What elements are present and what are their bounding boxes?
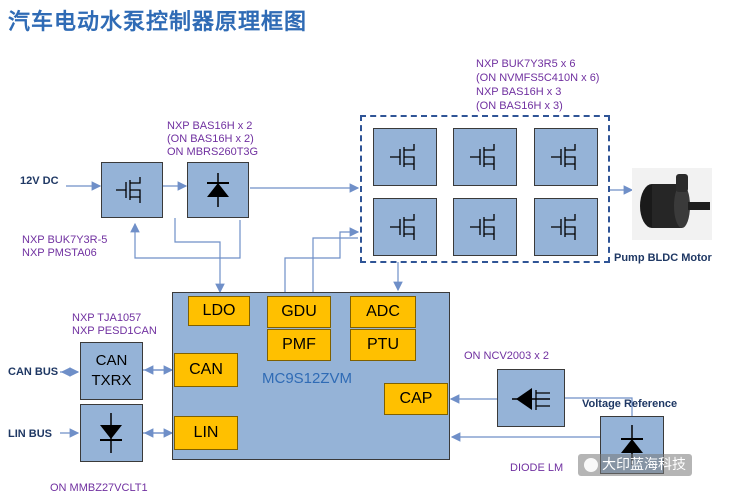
protect-fet-note-2: NXP PMSTA06 — [22, 247, 97, 259]
gdu-module: GDU — [267, 296, 331, 328]
mosfet-icon — [390, 214, 415, 240]
cap-driver-note: ON NCV2003 x 2 — [464, 350, 549, 362]
mosfet-icon — [470, 214, 495, 240]
input-diode-block — [187, 162, 249, 218]
can-note-2: NXP PESD1CAN — [72, 325, 157, 337]
vref-part-note: DIODE LM — [510, 462, 564, 474]
ptu-module: PTU — [350, 329, 416, 361]
tvs-diode-icon — [100, 413, 122, 453]
bridge-note-2: (ON NVMFS5C410N x 6) — [476, 72, 600, 84]
lin-module: LIN — [174, 416, 238, 450]
pmf-module: PMF — [267, 329, 331, 361]
bridge-fet-4 — [373, 198, 437, 256]
page-title: 汽车电动水泵控制器原理框图 — [8, 10, 308, 35]
bridge-note-1: NXP BUK7Y3R5 x 6 — [476, 58, 576, 70]
cap-driver-block — [497, 369, 565, 427]
bridge-note-4: (ON BAS16H x 3) — [476, 100, 563, 112]
diode-icon — [207, 173, 229, 207]
bridge-fet-2 — [453, 128, 517, 186]
bridge-fet-1 — [373, 128, 437, 186]
can-transceiver-line2: TXRX — [91, 372, 132, 389]
cap-module: CAP — [384, 383, 448, 415]
mosfet-icon — [551, 144, 576, 170]
three-phase-bridge — [360, 115, 610, 263]
mosfet-icon — [551, 214, 576, 240]
can-transceiver: CAN TXRX — [80, 342, 143, 400]
lin-bus-label: LIN BUS — [8, 428, 52, 440]
bridge-note-3: NXP BAS16H x 3 — [476, 86, 562, 98]
ldo-module: LDO — [188, 296, 250, 326]
diode-note-3: ON MBRS260T3G — [167, 146, 259, 158]
diode-note-1: NXP BAS16H x 2 — [167, 120, 253, 132]
protect-fet-note-1: NXP BUK7Y3R-5 — [22, 234, 108, 246]
bridge-fet-5 — [453, 198, 517, 256]
mcu-name: MC9S12ZVM — [262, 370, 353, 387]
bridge-fet-3 — [534, 128, 598, 186]
mosfet-icon — [390, 144, 415, 170]
reverse-protection-fet — [101, 162, 163, 218]
can-transceiver-line1: CAN — [95, 352, 128, 369]
diode-note-2: (ON BAS16H x 2) — [167, 133, 254, 145]
watermark-text: 大印蓝海科技 — [602, 457, 686, 473]
can-note-1: NXP TJA1057 — [72, 312, 142, 324]
pump-motor-icon — [632, 168, 712, 240]
pump-label: Pump BLDC Motor — [614, 252, 712, 264]
mosfet-icon — [116, 177, 141, 203]
power-input-label: 12V DC — [20, 175, 59, 187]
can-module: CAN — [174, 353, 238, 387]
can-bus-label: CAN BUS — [8, 366, 59, 378]
wechat-icon — [584, 458, 598, 472]
vref-label: Voltage Reference — [582, 398, 678, 410]
lin-tvs-note: ON MMBZ27VCLT1 — [50, 482, 148, 494]
mosfet-icon — [470, 144, 495, 170]
lin-tvs-block — [80, 404, 143, 462]
watermark: 大印蓝海科技 — [578, 454, 692, 476]
bridge-fet-6 — [534, 198, 598, 256]
adc-module: ADC — [350, 296, 416, 328]
driver-diode-icon — [512, 388, 550, 410]
